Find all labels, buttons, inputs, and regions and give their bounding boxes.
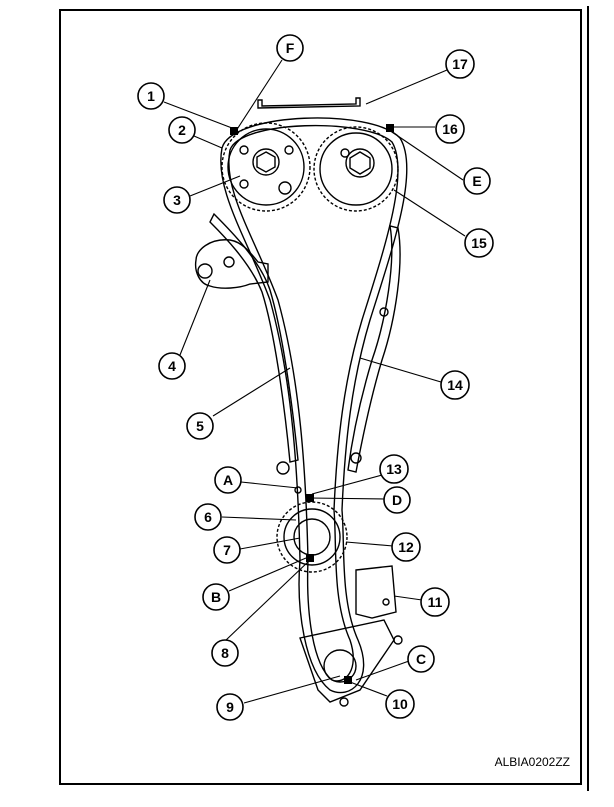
timing-marks (230, 124, 394, 684)
svg-text:13: 13 (386, 461, 402, 477)
callout-10: 10 (385, 689, 415, 719)
callout-B: B (202, 583, 230, 611)
svg-text:14: 14 (447, 377, 463, 393)
callout-5: 5 (186, 412, 214, 440)
callout-A: A (214, 466, 242, 494)
oil-pump-sprocket (299, 619, 395, 707)
callout-16: 16 (435, 114, 465, 144)
chain-tensioner-upper (194, 239, 269, 289)
callout-12: 12 (391, 532, 421, 562)
svg-text:6: 6 (204, 509, 212, 525)
slack-guide (209, 212, 299, 475)
svg-text:C: C (416, 651, 426, 667)
callout-15: 15 (464, 228, 494, 258)
callout-E: E (463, 167, 491, 195)
intake-camshaft-sprocket (221, 122, 311, 212)
callout-8: 8 (211, 639, 239, 667)
exhaust-camshaft-sprocket (313, 126, 399, 212)
callout-6: 6 (194, 503, 222, 531)
svg-text:9: 9 (226, 699, 234, 715)
svg-text:5: 5 (196, 418, 204, 434)
callout-17: 17 (445, 49, 475, 79)
figure-frame (59, 9, 582, 785)
callout-14: 14 (440, 370, 470, 400)
svg-text:E: E (472, 173, 481, 189)
svg-text:7: 7 (223, 542, 231, 558)
svg-text:12: 12 (398, 539, 414, 555)
leader-lines (163, 59, 466, 704)
svg-text:D: D (392, 492, 402, 508)
crankshaft-sprocket (276, 486, 348, 573)
oil-pump-chain-tensioner (355, 565, 403, 645)
callout-9: 9 (216, 693, 244, 721)
svg-text:8: 8 (221, 645, 229, 661)
callout-13: 13 (379, 454, 409, 484)
svg-text:11: 11 (428, 594, 443, 610)
svg-text:10: 10 (392, 696, 408, 712)
figure-reference-code: ALBIA0202ZZ (494, 755, 570, 769)
svg-text:2: 2 (178, 122, 186, 138)
page-edge-line (587, 6, 589, 791)
callout-2: 2 (168, 116, 196, 144)
timing-chain-guide-upper (257, 97, 361, 109)
svg-text:B: B (211, 589, 221, 605)
callout-C: C (407, 645, 435, 673)
tension-guide (347, 225, 401, 473)
svg-text:F: F (286, 40, 295, 56)
callout-11: 11 (420, 587, 450, 617)
callout-1: 1 (137, 82, 165, 110)
callout-D: D (383, 486, 411, 514)
callout-F: F (276, 34, 304, 62)
callout-4: 4 (158, 352, 186, 380)
callout-3: 3 (163, 186, 191, 214)
svg-text:1: 1 (147, 88, 155, 104)
callout-7: 7 (213, 536, 241, 564)
svg-text:16: 16 (442, 121, 458, 137)
svg-text:A: A (223, 472, 233, 488)
svg-text:17: 17 (452, 56, 468, 72)
svg-text:15: 15 (471, 235, 487, 251)
svg-text:4: 4 (168, 358, 176, 374)
svg-text:3: 3 (173, 192, 181, 208)
